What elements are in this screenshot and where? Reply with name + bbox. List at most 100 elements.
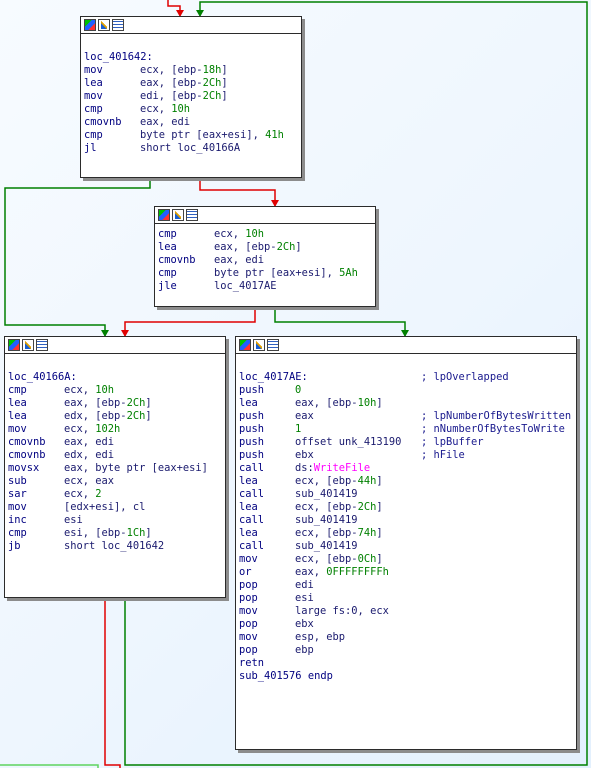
operand: [edx+esi], cl [64, 501, 146, 513]
api-name: WriteFile [313, 462, 371, 474]
operand-tail: ] [145, 397, 152, 409]
mnemonic: pop [239, 592, 258, 604]
operand: ebx [295, 618, 314, 630]
operand: esp, ebp [295, 631, 346, 643]
immediate: 10h [171, 103, 191, 115]
operand: eax, [ebp- [64, 397, 127, 409]
mnemonic: lea [239, 527, 258, 539]
mnemonic: cmp [8, 384, 27, 396]
operand-tail: ] [376, 527, 383, 539]
immediate: 2Ch [357, 501, 377, 513]
operand: eax, byte ptr [eax+esi] [64, 462, 208, 474]
immediate: 2Ch [202, 77, 222, 89]
edit-icon[interactable] [172, 209, 184, 221]
mnemonic: call [239, 462, 265, 474]
immediate: 2Ch [126, 397, 146, 409]
mnemonic: call [239, 540, 265, 552]
xref-list-icon[interactable] [267, 339, 279, 351]
operand: eax, edi [64, 436, 115, 448]
mnemonic: mov [84, 64, 103, 76]
asm-line: retn [239, 657, 573, 670]
immediate: 1Ch [126, 527, 146, 539]
operand: ecx, [ebp- [295, 553, 358, 565]
operand: esi, [ebp- [64, 527, 127, 539]
asm-line: loc_40166A: [8, 371, 222, 384]
operand-tail: ] [145, 410, 152, 422]
xref-list-icon[interactable] [36, 339, 48, 351]
edge-b1-b2 [199, 178, 276, 206]
mnemonic: push [239, 384, 265, 396]
operand: ecx, [214, 228, 246, 240]
edge-b2-b3 [124, 307, 256, 336]
graph-color-icon[interactable] [84, 19, 96, 31]
xref-list-icon[interactable] [112, 19, 124, 31]
operand: ecx, [ebp- [295, 501, 358, 513]
mnemonic: cmovnb [8, 449, 46, 461]
mnemonic: lea [84, 77, 103, 89]
edit-icon[interactable] [98, 19, 110, 31]
graph-color-icon[interactable] [8, 339, 20, 351]
immediate: 44h [357, 475, 377, 487]
xref-list-icon[interactable] [186, 209, 198, 221]
graph-color-icon[interactable] [158, 209, 170, 221]
mnemonic: cmp [84, 103, 103, 115]
code-label: sub_401576 endp [239, 670, 333, 682]
mnemonic: call [239, 514, 265, 526]
operand-tail: ] [145, 527, 152, 539]
operand: ds: [295, 462, 314, 474]
mnemonic: lea [8, 397, 27, 409]
comment: ; lpBuffer [421, 436, 484, 448]
operand: ecx, [140, 103, 172, 115]
operand-tail: ] [221, 64, 228, 76]
mnemonic: mov [239, 605, 258, 617]
mnemonic: or [239, 566, 252, 578]
operand: ecx, [64, 423, 96, 435]
immediate: 74h [357, 527, 377, 539]
operand: eax, edi [140, 116, 191, 128]
operand: ecx, [ebp- [140, 64, 203, 76]
operand-tail: ] [221, 77, 228, 89]
mnemonic: lea [8, 410, 27, 422]
operand: byte ptr [eax+esi], [214, 267, 340, 279]
mnemonic: sar [8, 488, 27, 500]
asm-line: loc_401642: [84, 51, 298, 64]
mnemonic: mov [8, 423, 27, 435]
operand: sub_401419 [295, 514, 358, 526]
operand: ecx, eax [64, 475, 115, 487]
operand-tail: ] [376, 475, 383, 487]
mnemonic: push [239, 423, 265, 435]
edit-icon[interactable] [253, 339, 265, 351]
block-header [5, 337, 225, 354]
blank-line [84, 38, 298, 51]
edit-icon[interactable] [22, 339, 34, 351]
mnemonic: cmp [84, 129, 103, 141]
operand: short loc_401642 [64, 540, 165, 552]
graph-color-icon[interactable] [239, 339, 251, 351]
